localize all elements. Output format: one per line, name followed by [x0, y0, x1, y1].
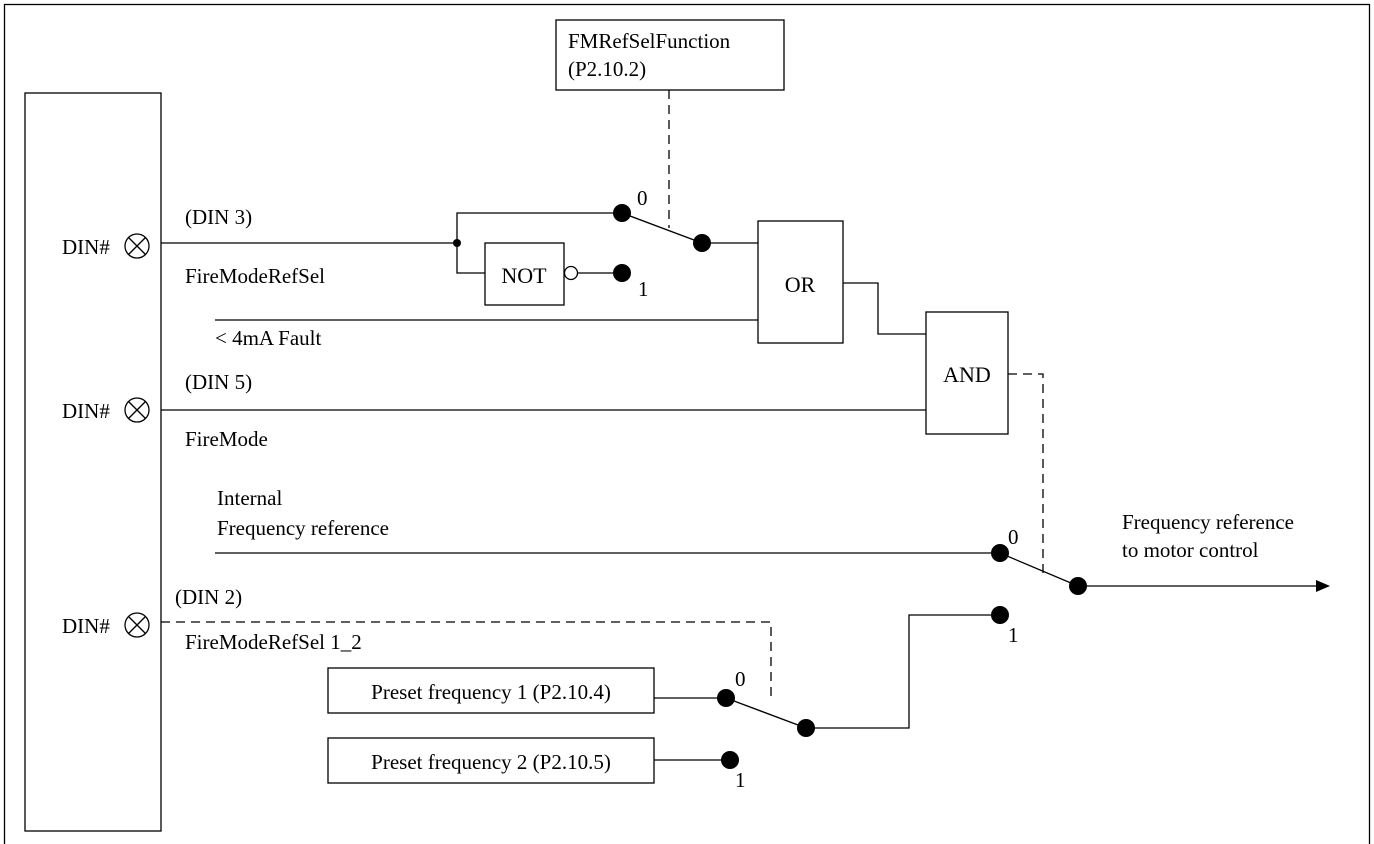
fire-mode-ref-sel-12-label: FireModeRefSel 1_2 — [185, 630, 362, 654]
switch1-lever — [621, 212, 703, 244]
not-gate-label: NOT — [501, 263, 547, 288]
preset-freq-1-label: Preset frequency 1 (P2.10.4) — [371, 680, 611, 704]
din-terminal-1-label: DIN# — [62, 235, 110, 259]
preset-freq-2-box — [327, 737, 655, 784]
din-terminal-3-icon — [124, 612, 150, 638]
output-label-line2: to motor control — [1122, 538, 1259, 562]
or-gate-box — [757, 220, 844, 344]
switch1-pos0-label: 0 — [637, 186, 648, 210]
output-label-line1: Frequency reference — [1122, 510, 1294, 534]
output-arrowhead — [1316, 580, 1330, 592]
fm-ref-sel-function-box — [555, 19, 785, 91]
din-terminal-2-icon — [124, 397, 150, 423]
fire-mode-ref-sel-label: FireModeRefSel — [185, 264, 325, 288]
switch1-contact-1 — [613, 264, 631, 282]
din3-not-branch — [456, 243, 485, 274]
io-terminal-block — [24, 92, 162, 832]
din-terminal-3-label: DIN# — [62, 614, 110, 638]
switch2-to-switch3-line — [806, 614, 1000, 729]
din-terminal-2-label: DIN# — [62, 399, 110, 423]
switch2-pos0-label: 0 — [735, 667, 746, 691]
switch3-lever — [999, 552, 1079, 587]
preset-freq-1-box — [327, 667, 655, 714]
switch1-pos1-label: 1 — [638, 277, 649, 301]
switch2-pos1-label: 1 — [735, 768, 746, 792]
internal-ref-label-line2: Frequency reference — [217, 516, 389, 540]
fault-4ma-label: < 4mA Fault — [215, 326, 322, 350]
or-gate-label: OR — [785, 272, 816, 297]
preset-freq-2-label: Preset frequency 2 (P2.10.5) — [371, 750, 611, 774]
din3-direct-branch — [456, 212, 622, 243]
fm-ref-sel-function-param: (P2.10.2) — [568, 57, 646, 81]
din-terminal-1-icon — [124, 233, 150, 259]
internal-ref-label-line1: Internal — [217, 486, 282, 510]
din3-tag: (DIN 3) — [185, 205, 252, 229]
switch2-lever — [725, 697, 807, 729]
switch3-pos0-label: 0 — [1008, 525, 1019, 549]
and-gate-label: AND — [943, 362, 991, 387]
switch3-pos1-label: 1 — [1008, 623, 1019, 647]
fire-mode-label: FireMode — [185, 427, 268, 451]
and-gate-box — [925, 311, 1009, 435]
din2-control-link — [161, 621, 772, 702]
din2-tag: (DIN 2) — [175, 585, 242, 609]
not-gate-box — [484, 242, 565, 306]
din5-tag: (DIN 5) — [185, 370, 252, 394]
fm-ref-sel-function-title: FMRefSelFunction — [568, 29, 731, 53]
or-to-and-line — [843, 282, 926, 335]
and-control-link — [1008, 373, 1044, 573]
switch2-contact-1 — [721, 751, 739, 769]
not-gate-inverter-bubble — [563, 265, 579, 281]
diagram-frame — [3, 3, 1371, 844]
